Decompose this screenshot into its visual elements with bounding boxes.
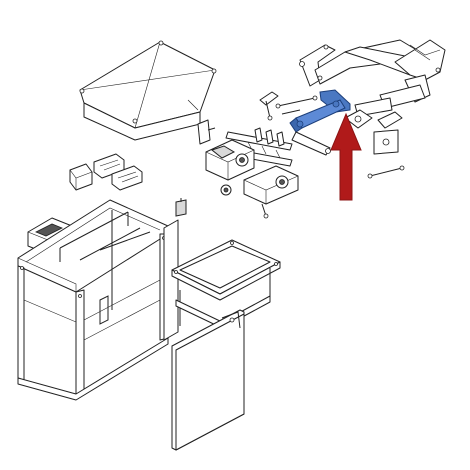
top-cover [79, 40, 217, 141]
electrical-connectors [69, 153, 143, 191]
lower-arm [291, 131, 331, 156]
gearmotor-lower [243, 165, 299, 219]
linkage-rods [259, 91, 318, 121]
cabinet-frame [17, 199, 169, 401]
shaft-assembly [225, 127, 293, 167]
gearmotor-upper [205, 139, 255, 196]
pointer-arrow-icon [330, 112, 362, 201]
mounting-clips [175, 119, 216, 217]
front-door-panel [171, 309, 245, 451]
connecting-arm-highlighted[interactable] [289, 89, 351, 133]
lever-frame [299, 39, 446, 117]
base-frame [171, 239, 281, 329]
side-panel [163, 219, 179, 341]
bracket-plates [344, 109, 405, 179]
